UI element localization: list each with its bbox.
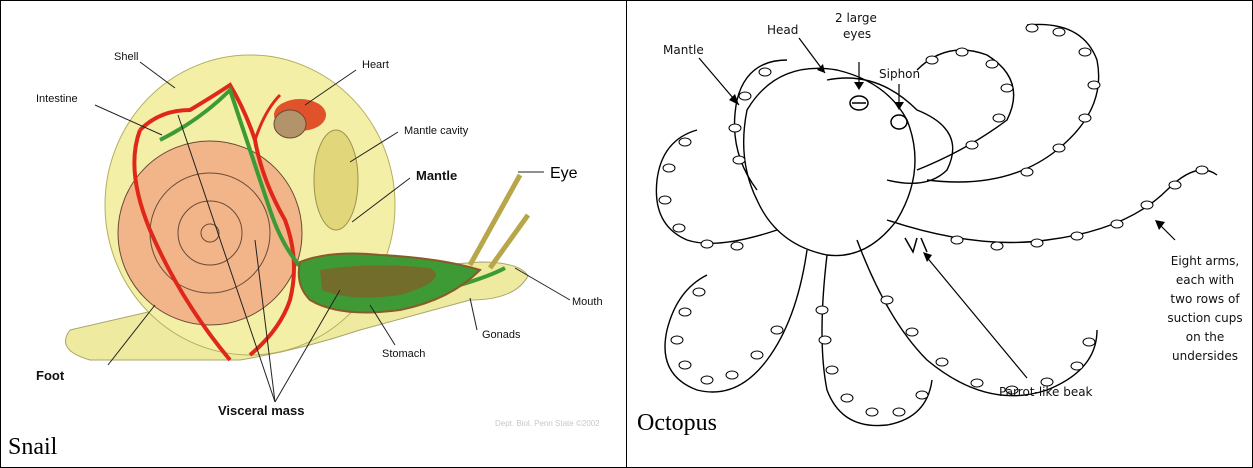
octopus-diagram: Head 2 large eyes Mantle Siphon Eight ar…: [627, 0, 1253, 468]
octopus-beak: [905, 238, 927, 252]
label-visceral-mass: Visceral mass: [218, 403, 305, 418]
label-siphon: Siphon: [879, 67, 920, 81]
label-mantle-cavity: Mantle cavity: [404, 125, 469, 137]
label-arms-2: each with: [1176, 273, 1234, 287]
octopus-arm: [917, 50, 1014, 170]
octopus-outline: [656, 24, 1217, 425]
label-gonads: Gonads: [482, 329, 521, 341]
snail-shell-coil: [118, 141, 302, 325]
label-intestine: Intestine: [36, 93, 78, 105]
label-arms-6: undersides: [1172, 349, 1238, 363]
label-arms-1: Eight arms,: [1171, 254, 1240, 268]
label-stomach: Stomach: [382, 348, 425, 360]
snail-diagram: Shell Heart Intestine Mantle cavity Mant…: [0, 0, 626, 468]
label-mantle: Mantle: [663, 43, 704, 57]
label-beak: Parrot-like beak: [999, 385, 1093, 399]
octopus-arrowheads: [729, 64, 1165, 262]
snail-credit: Dept. Biol. Penn State ©2002: [495, 419, 600, 428]
snail-kidney: [274, 110, 306, 138]
octopus-arm: [665, 250, 807, 392]
suction-cups: [659, 24, 1208, 416]
snail-caption: Snail: [8, 434, 57, 461]
label-eyes-line2: eyes: [843, 27, 871, 41]
label-heart: Heart: [362, 59, 389, 71]
mantle-cavity-shape: [314, 130, 358, 230]
label-shell: Shell: [114, 51, 138, 63]
label-mouth: Mouth: [572, 296, 603, 308]
octopus-arm: [735, 60, 788, 190]
octopus-mantle: [744, 68, 915, 255]
label-arms-4: suction cups: [1167, 311, 1242, 325]
octopus-panel: Head 2 large eyes Mantle Siphon Eight ar…: [627, 0, 1253, 468]
octopus-arm: [822, 255, 932, 426]
label-eyes-line1: 2 large: [835, 11, 877, 25]
label-arms-3: two rows of: [1170, 292, 1240, 306]
octopus-caption: Octopus: [637, 410, 717, 437]
label-head: Head: [767, 23, 798, 37]
snail-tentacle-upper: [470, 175, 520, 265]
octopus-head: [827, 78, 953, 183]
octopus-siphon: [891, 115, 907, 129]
label-foot: Foot: [36, 368, 65, 383]
snail-panel: Shell Heart Intestine Mantle cavity Mant…: [0, 0, 626, 468]
label-mantle: Mantle: [416, 168, 457, 183]
label-eye: Eye: [550, 165, 578, 182]
octopus-leader-lines: [699, 38, 1175, 378]
label-arms-5: on the: [1186, 330, 1224, 344]
